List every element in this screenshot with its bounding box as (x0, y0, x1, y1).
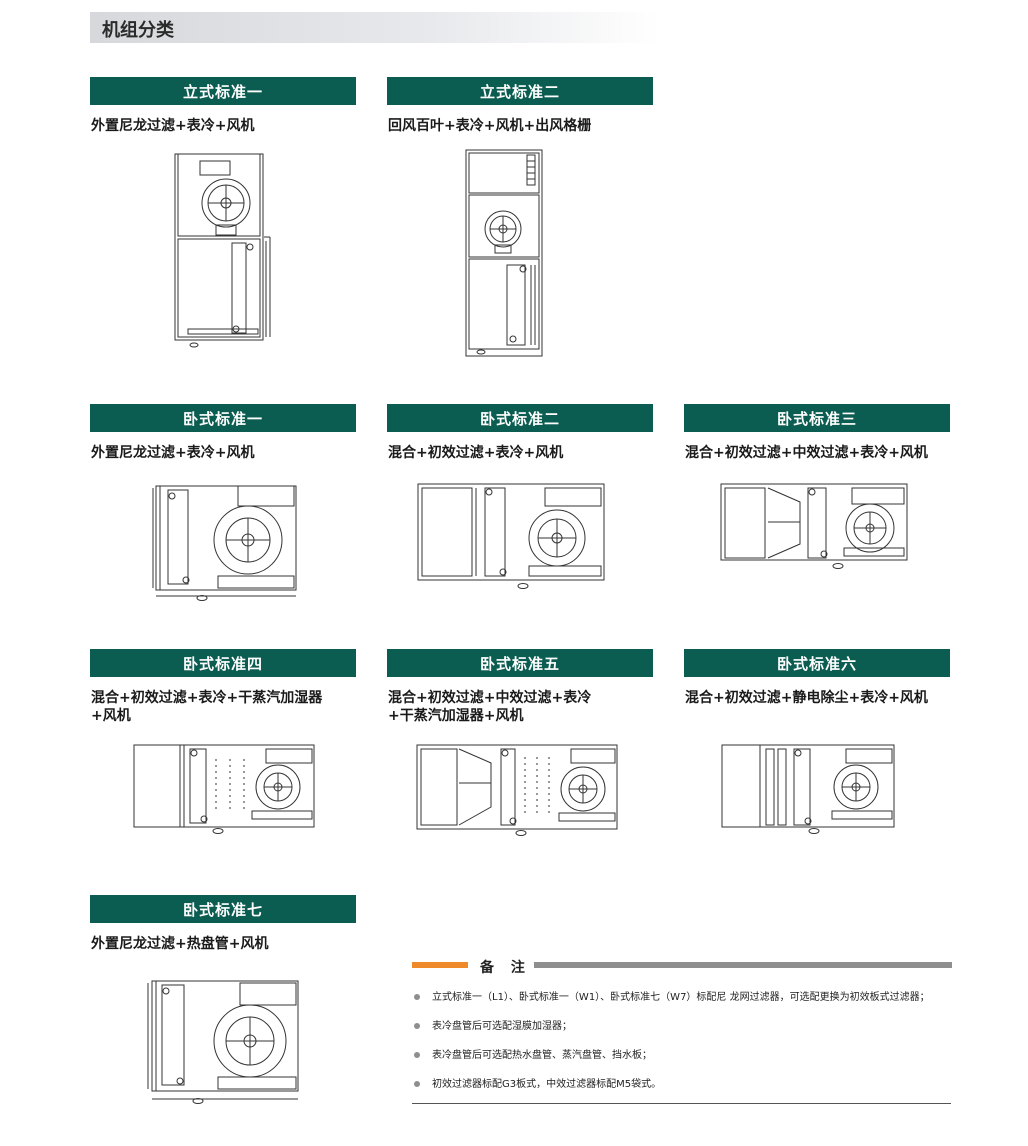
card-title: 卧式标准七 (90, 895, 356, 923)
card-title: 卧式标准四 (90, 649, 356, 677)
card-horizontal-standard-6: 卧式标准六 混合+初效过滤+静电除尘+表冷+风机 (684, 649, 984, 849)
unit-diagram-vertical-2 (465, 149, 545, 359)
unit-diagram-horizontal-3 (720, 482, 910, 577)
unit-diagram-horizontal-7 (146, 979, 306, 1109)
note-item: 立式标准一（L1）、卧式标准一（W1）、卧式标准七（W7）标配尼 龙网过滤器，可… (414, 988, 930, 1003)
card-description: 混合+初效过滤+表冷+干蒸汽加湿器 +风机 (91, 689, 361, 725)
card-description: 回风百叶+表冷+风机+出风格栅 (388, 118, 592, 134)
card-description: 外置尼龙过滤+表冷+风机 (91, 118, 255, 134)
notes-title: 备 注 (480, 960, 531, 976)
description-line-2: +风机 (91, 708, 131, 724)
card-horizontal-standard-1: 卧式标准一 外置尼龙过滤+表冷+风机 (90, 404, 360, 604)
card-horizontal-standard-3: 卧式标准三 混合+初效过滤+中效过滤+表冷+风机 (684, 404, 984, 604)
card-description: 混合+初效过滤+中效过滤+表冷 +干蒸汽加湿器+风机 (388, 689, 658, 725)
card-horizontal-standard-7: 卧式标准七 外置尼龙过滤+热盘管+风机 (90, 895, 360, 1110)
card-horizontal-standard-4: 卧式标准四 混合+初效过滤+表冷+干蒸汽加湿器 +风机 (90, 649, 360, 849)
card-description: 外置尼龙过滤+热盘管+风机 (91, 936, 269, 952)
note-item: 表冷盘管后可选配热水盘管、蒸汽盘管、挡水板； (414, 1046, 652, 1061)
unit-diagram-horizontal-2 (417, 482, 607, 594)
note-item: 初效过滤器标配G3板式，中效过滤器标配M5袋式。 (414, 1075, 661, 1090)
note-text: 立式标准一（L1）、卧式标准一（W1）、卧式标准七（W7）标配尼 龙网过滤器，可… (432, 992, 930, 1003)
notes-bottom-rule (412, 1103, 951, 1104)
card-title: 卧式标准三 (684, 404, 950, 432)
section-title: 机组分类 (102, 20, 174, 41)
card-title: 卧式标准一 (90, 404, 356, 432)
card-title: 卧式标准二 (387, 404, 653, 432)
card-title: 卧式标准五 (387, 649, 653, 677)
unit-diagram-horizontal-4 (132, 743, 322, 838)
bullet-icon (414, 1052, 420, 1058)
note-text: 初效过滤器标配G3板式，中效过滤器标配M5袋式。 (432, 1079, 662, 1090)
card-title: 立式标准二 (387, 77, 653, 105)
bullet-icon (414, 1081, 420, 1087)
card-vertical-standard-2: 立式标准二 回风百叶+表冷+风机+出风格栅 (387, 77, 657, 367)
card-title: 卧式标准六 (684, 649, 950, 677)
section-title-bar: 机组分类 (90, 12, 660, 43)
card-title: 立式标准一 (90, 77, 356, 105)
notes-divider-bar (534, 962, 952, 968)
unit-diagram-horizontal-6 (720, 743, 900, 838)
note-text: 表冷盘管后可选配湿膜加湿器； (432, 1021, 572, 1032)
card-vertical-standard-1: 立式标准一 外置尼龙过滤+表冷+风机 (90, 77, 360, 357)
bullet-icon (414, 1023, 420, 1029)
card-description: 混合+初效过滤+静电除尘+表冷+风机 (685, 690, 928, 706)
unit-diagram-horizontal-1 (152, 484, 302, 604)
note-item: 表冷盘管后可选配湿膜加湿器； (414, 1017, 572, 1032)
card-horizontal-standard-5: 卧式标准五 混合+初效过滤+中效过滤+表冷 +干蒸汽加湿器+风机 (387, 649, 657, 849)
card-description: 外置尼龙过滤+表冷+风机 (91, 445, 255, 461)
bullet-icon (414, 994, 420, 1000)
description-line-1: 混合+初效过滤+表冷+干蒸汽加湿器 (91, 690, 323, 706)
card-description: 混合+初效过滤+表冷+风机 (388, 445, 564, 461)
unit-diagram-horizontal-5 (415, 743, 625, 838)
description-line-2: +干蒸汽加湿器+风机 (388, 708, 524, 724)
card-description: 混合+初效过滤+中效过滤+表冷+风机 (685, 445, 928, 461)
card-horizontal-standard-2: 卧式标准二 混合+初效过滤+表冷+风机 (387, 404, 657, 604)
note-text: 表冷盘管后可选配热水盘管、蒸汽盘管、挡水板； (432, 1050, 652, 1061)
unit-diagram-vertical-1 (174, 153, 274, 351)
notes-accent-bar (412, 962, 468, 968)
description-line-1: 混合+初效过滤+中效过滤+表冷 (388, 690, 592, 706)
